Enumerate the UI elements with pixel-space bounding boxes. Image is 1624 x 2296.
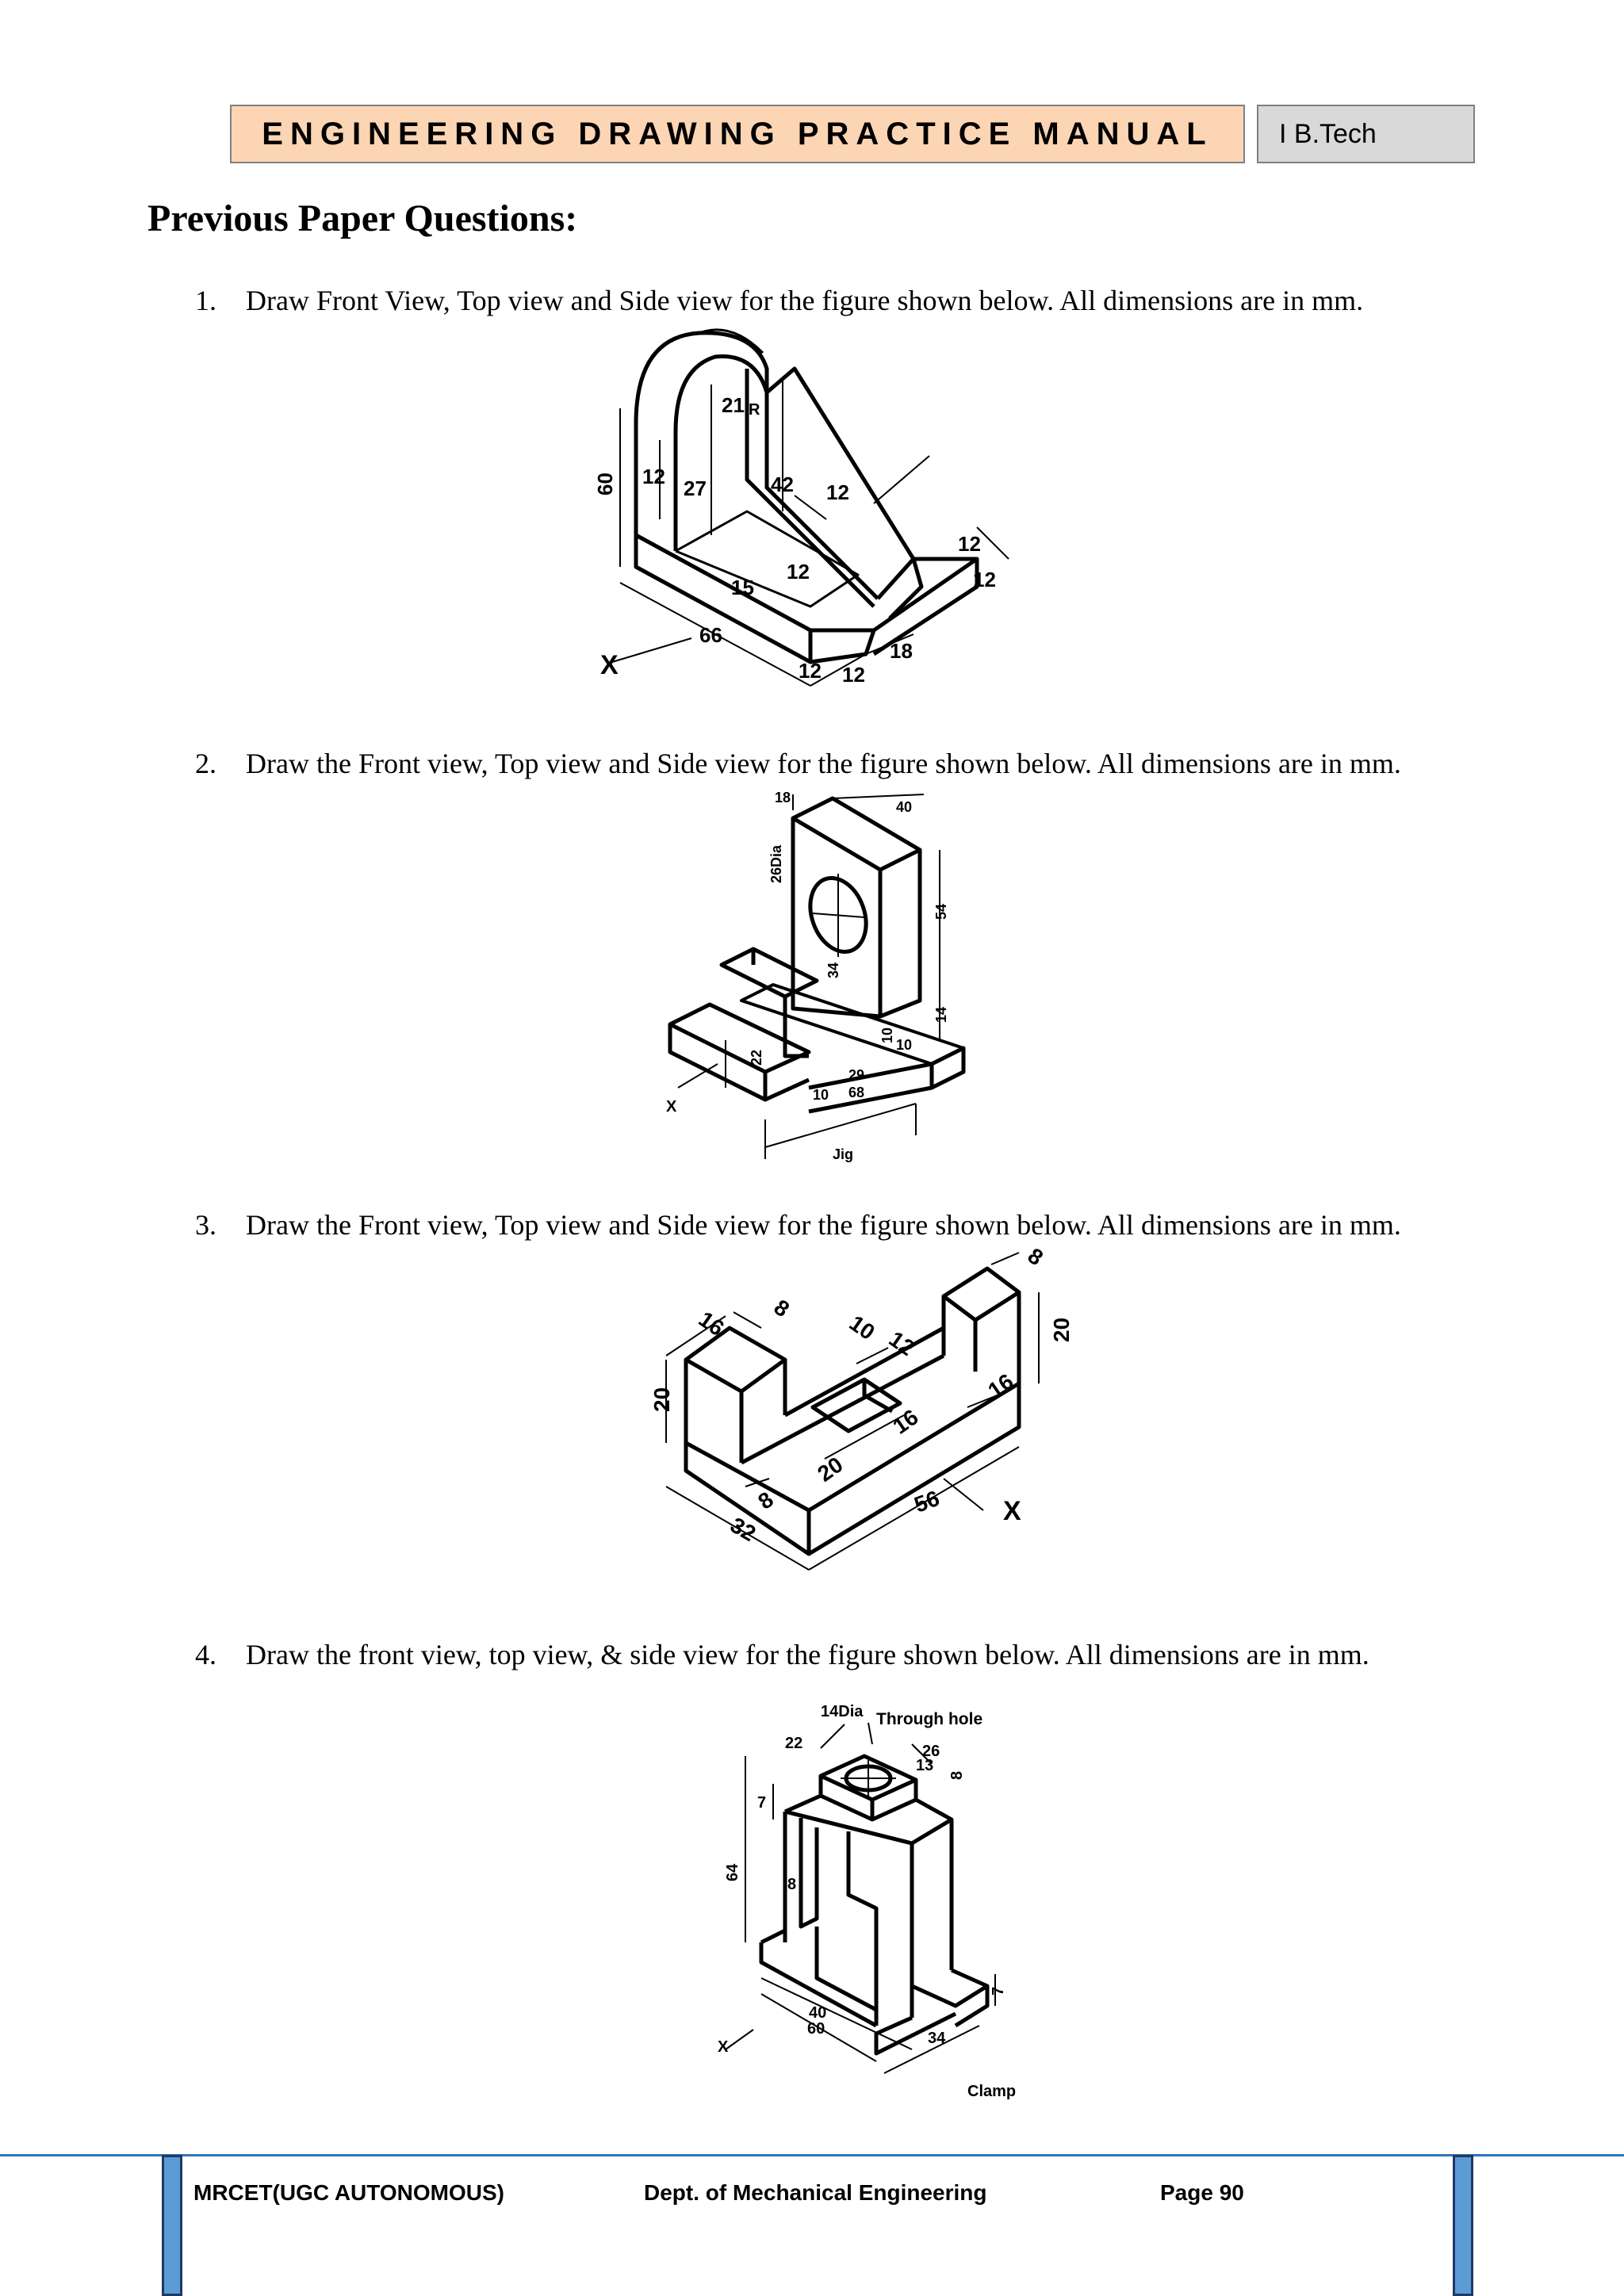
question-4: 4. Draw the front view, top view, & side …: [195, 1638, 1369, 1671]
dim-label: 12: [958, 532, 981, 556]
dim-label: 10: [845, 1311, 879, 1345]
dim-label: 20: [813, 1452, 847, 1486]
dim-label: 27: [684, 476, 707, 500]
figure-3-isometric-channel-block: 16 8 10 12 8 20 20 16 16 20 8 56 32 X: [650, 1249, 1094, 1590]
dim-label: 40: [809, 2004, 826, 2022]
question-3: 3. Draw the Front view, Top view and Side…: [195, 1208, 1401, 1242]
dim-label: 26Dia: [768, 844, 784, 883]
dim-label: 12: [826, 480, 849, 504]
dim-label: 34: [825, 962, 841, 978]
question-number: 4.: [195, 1639, 216, 1670]
dim-label: 10: [813, 1087, 829, 1103]
axis-label: X: [718, 2038, 729, 2056]
dim-label: 54: [933, 904, 949, 920]
question-1: 1. Draw Front View, Top view and Side vie…: [195, 284, 1363, 317]
dim-label: 8: [1023, 1249, 1048, 1270]
figure-4-clamp: 14Dia Through hole 22 26 13 8 7 64 8 7 4…: [718, 1701, 1035, 2113]
dim-label: 7: [990, 1987, 1007, 1996]
dim-label: 16: [888, 1404, 922, 1438]
question-number: 3.: [195, 1209, 216, 1241]
question-number: 1.: [195, 285, 216, 316]
dim-label: 13: [916, 1757, 933, 1774]
dim-label: 8: [769, 1295, 794, 1322]
dim-label: 7: [757, 1794, 766, 1812]
footer-divider: [0, 2154, 1624, 2156]
figure-caption: Clamp: [967, 2083, 1016, 2100]
dim-label: 12: [842, 663, 865, 687]
dim-label: 14Dia: [821, 1703, 864, 1720]
dim-label: 12: [799, 659, 822, 683]
footer-department: Dept. of Mechanical Engineering: [644, 2180, 987, 2205]
figure-caption: Jig: [833, 1146, 853, 1162]
dim-label: Through hole: [876, 1710, 982, 1728]
dim-label: 20: [650, 1387, 674, 1412]
dim-label: 60: [807, 2020, 825, 2038]
dim-label: 12: [973, 568, 996, 591]
axis-label: X: [666, 1098, 677, 1115]
dim-label: 29: [848, 1067, 864, 1083]
dim-label: 64: [724, 1863, 741, 1881]
dim-label: 21: [722, 393, 745, 417]
dim-label: 60: [596, 473, 617, 496]
manual-title: ENGINEERING DRAWING PRACTICE MANUAL: [230, 105, 1245, 163]
dim-label: 12: [642, 465, 665, 488]
dim-label: 15: [731, 576, 754, 599]
question-2: 2. Draw the Front view, Top view and Side…: [195, 747, 1401, 780]
dim-label: 18: [775, 790, 791, 806]
question-text: Draw Front View, Top view and Side view …: [246, 285, 1364, 316]
dim-label: 40: [896, 799, 912, 815]
figure-1-isometric-support: 60 12 27 21 R 42 12 12 12 15 12 66 12 12…: [596, 321, 1040, 718]
footer-institution: MRCET(UGC AUTONOMOUS): [193, 2180, 504, 2205]
dim-label: 22: [785, 1735, 802, 1752]
question-text: Draw the Front view, Top view and Side v…: [246, 1209, 1401, 1241]
footer-page-number: Page 90: [1160, 2180, 1244, 2205]
dim-label: 18: [890, 639, 913, 663]
dim-label: 14: [933, 1007, 949, 1023]
section-heading: Previous Paper Questions:: [147, 197, 578, 239]
dim-label: 26: [922, 1743, 940, 1760]
dim-label: 8: [948, 1771, 966, 1780]
dim-label: 8: [787, 1876, 796, 1893]
dim-label: 66: [699, 623, 722, 647]
dim-label: R: [749, 401, 760, 419]
footer-bar-left: [162, 2155, 182, 2296]
footer-bar-right: [1453, 2155, 1473, 2296]
axis-label: X: [600, 650, 619, 680]
dim-label: 16: [694, 1307, 728, 1341]
axis-label: X: [1003, 1496, 1021, 1526]
dim-label: 68: [848, 1085, 864, 1100]
question-text: Draw the Front view, Top view and Side v…: [246, 748, 1401, 779]
dim-label: 22: [749, 1050, 764, 1066]
dim-label: 12: [787, 560, 810, 584]
dim-label: 10: [879, 1027, 895, 1043]
dim-label: 42: [771, 473, 794, 496]
course-tag: I B.Tech: [1257, 105, 1475, 163]
question-text: Draw the front view, top view, & side vi…: [246, 1639, 1369, 1670]
dim-label: 34: [928, 2030, 946, 2047]
dim-label: 20: [1049, 1318, 1074, 1342]
dim-label: 10: [896, 1037, 912, 1053]
figure-2-jig: 18 40 26Dia 54 34 14 10 10 22 10 29 68 X…: [654, 786, 987, 1167]
question-number: 2.: [195, 748, 216, 779]
